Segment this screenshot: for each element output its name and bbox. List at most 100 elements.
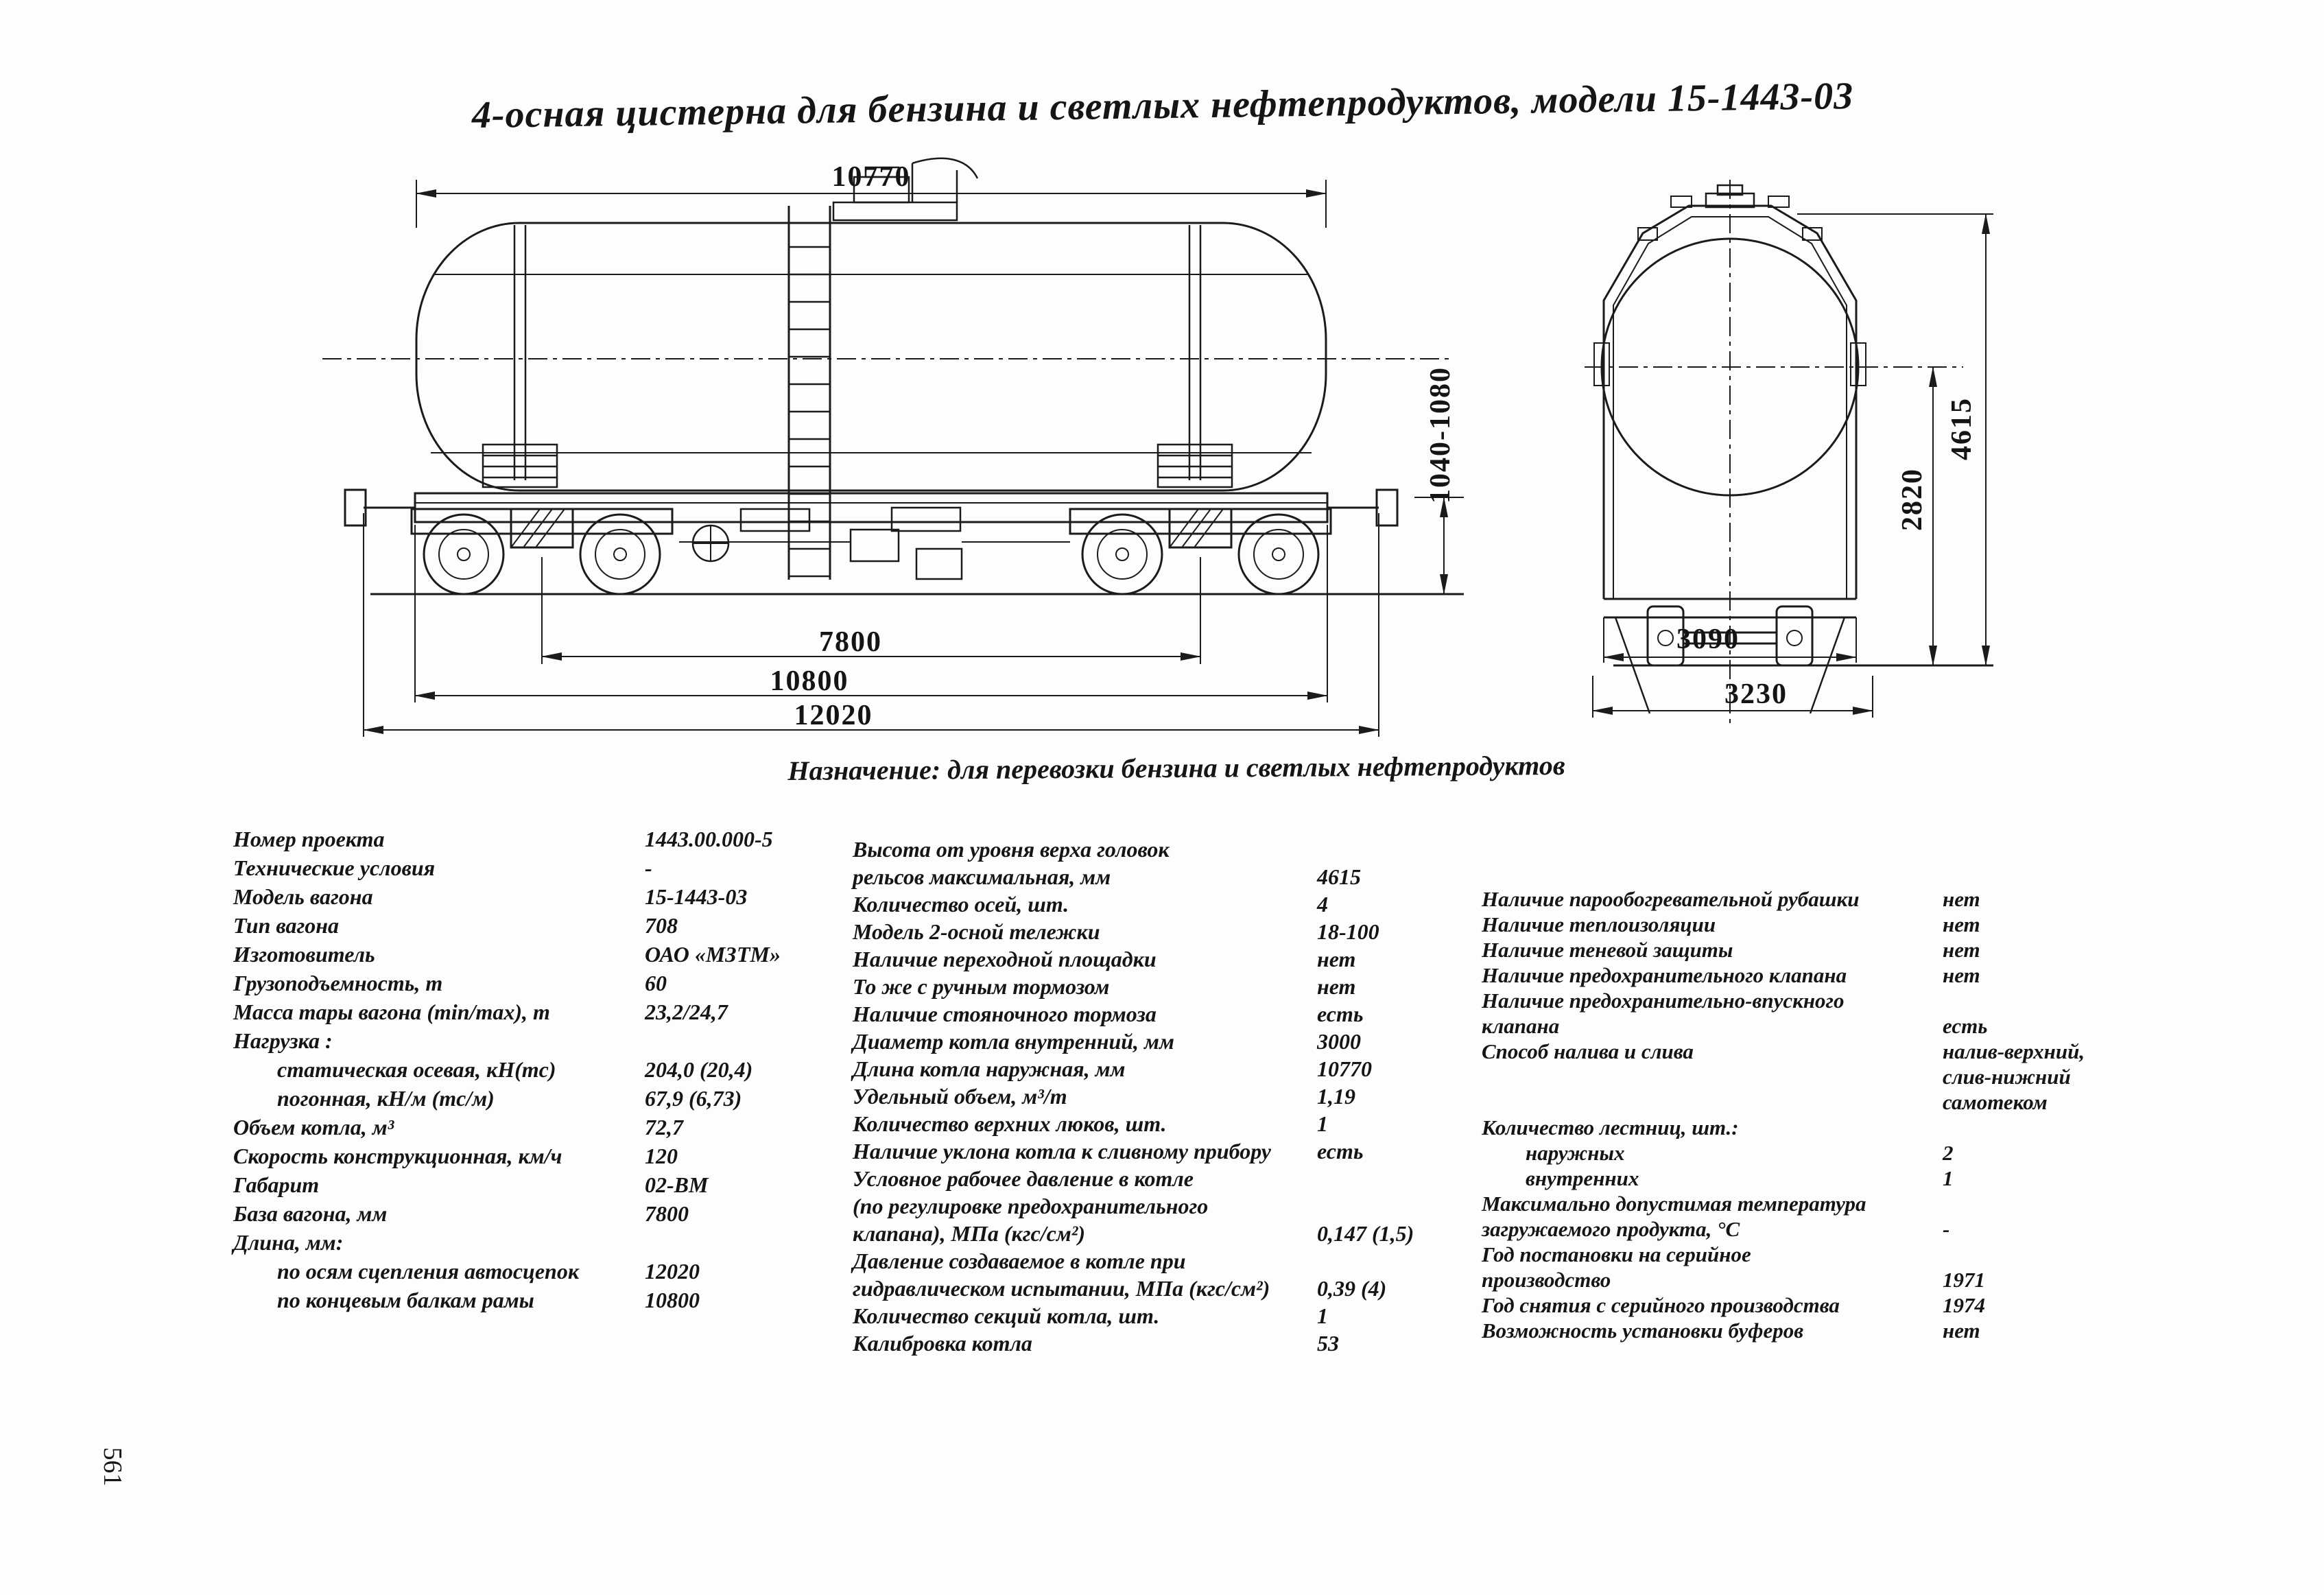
spec-label: Изготовитель bbox=[233, 942, 375, 967]
spec-value: нет bbox=[1943, 887, 1980, 911]
spec-value: 15-1443-03 bbox=[645, 884, 748, 909]
spec-row: погонная, кН/м (тс/м)67,9 (6,73) bbox=[233, 1084, 837, 1113]
dimension-lines bbox=[363, 180, 1464, 737]
spec-row: Длина, мм: bbox=[233, 1228, 837, 1257]
spec-value: 1 bbox=[1317, 1303, 1328, 1328]
spec-label: Наличие стояночного тормоза bbox=[853, 1002, 1157, 1026]
spec-row: Максимально допустимая температура загру… bbox=[1482, 1191, 2174, 1242]
spec-row: Наличие теплоизоляции нет bbox=[1482, 912, 2174, 937]
spec-row: Количество осей, шт.4 bbox=[853, 890, 1473, 918]
brake-equipment bbox=[679, 506, 1070, 580]
spec-value: 1 bbox=[1317, 1111, 1328, 1136]
coupler-left bbox=[344, 488, 415, 527]
spec-label: Год снятия с серийного производства bbox=[1482, 1293, 1840, 1317]
dimension-lines-end bbox=[1592, 213, 1993, 718]
spec-value: есть bbox=[1317, 1002, 1364, 1026]
spec-label: Максимально допустимая температура загру… bbox=[1482, 1192, 1866, 1241]
end-view-svg bbox=[1585, 180, 1993, 726]
spec-value: 53 bbox=[1317, 1331, 1339, 1356]
spec-row: Наличие предохранительного клапана нет bbox=[1482, 962, 2174, 988]
spec-label: Длина котла наружная, мм bbox=[853, 1056, 1126, 1081]
spec-row: Наличие парообогревательной рубашки нет bbox=[1482, 886, 2174, 912]
spec-row: Количество секций котла, шт.1 bbox=[853, 1302, 1473, 1330]
spec-row: Количество верхних люков, шт.1 bbox=[853, 1110, 1473, 1137]
spec-label: Нагрузка : bbox=[233, 1028, 333, 1053]
spec-value: нет bbox=[1943, 912, 1980, 936]
spec-label: Длина, мм: bbox=[233, 1230, 344, 1255]
spec-label: погонная, кН/м (тс/м) bbox=[277, 1086, 495, 1111]
dim-label-frame-width: 3090 bbox=[1676, 624, 1740, 655]
spec-value: 1 bbox=[1943, 1166, 1954, 1190]
dim-label-tank-length: 10770 bbox=[831, 161, 911, 193]
spec-value: 60 bbox=[645, 971, 667, 995]
spec-label: Габарит bbox=[233, 1172, 320, 1197]
spec-value: 02-ВМ bbox=[645, 1172, 709, 1197]
spec-value: налив-верхний, слив-нижний самотеком bbox=[1943, 1039, 2085, 1114]
spec-label: статическая осевая, кН(тс) bbox=[277, 1057, 556, 1082]
spec-label: Наличие теплоизоляции bbox=[1482, 912, 1716, 936]
page-title: 4-осная цистерна для бензина и светлых н… bbox=[471, 74, 1854, 137]
spec-value: - bbox=[645, 855, 652, 880]
spec-label: по осям сцепления автосцепок bbox=[277, 1259, 580, 1284]
spec-label: Год постановки на серийное производство bbox=[1482, 1242, 1751, 1292]
spec-row: по осям сцепления автосцепок 12020 bbox=[233, 1257, 837, 1286]
spec-row: Технические условия - bbox=[233, 853, 837, 882]
spec-label: Наличие парообогревательной рубашки bbox=[1482, 887, 1860, 911]
spec-row: статическая осевая, кН(тс) 204,0 (20,4) bbox=[233, 1055, 837, 1084]
spec-label: Наличие переходной площадки bbox=[853, 947, 1157, 971]
side-view-svg bbox=[322, 157, 1464, 737]
spec-label: То же с ручным тормозом bbox=[853, 974, 1110, 999]
spec-label: Скорость конструкционная, км/ч bbox=[233, 1144, 562, 1168]
spec-label: Диаметр котла внутренний, мм bbox=[853, 1029, 1174, 1054]
spec-label: Наличие уклона котла к сливному прибору bbox=[853, 1139, 1271, 1163]
spec-value: 18-100 bbox=[1317, 919, 1379, 944]
end-hatch bbox=[1705, 184, 1755, 209]
end-view-drawing bbox=[1530, 165, 2188, 755]
spec-label: Технические условия bbox=[233, 855, 436, 880]
spec-label: Тип вагона bbox=[233, 913, 340, 938]
spec-value: 10770 bbox=[1317, 1056, 1372, 1081]
spec-value: 1974 bbox=[1943, 1293, 1985, 1317]
spec-value: нет bbox=[1943, 938, 1980, 962]
spec-value: 7800 bbox=[645, 1201, 689, 1226]
spec-value: 708 bbox=[645, 913, 678, 938]
spec-row: Грузоподъемность, т 60 bbox=[233, 969, 837, 997]
spec-label: Калибровка котла bbox=[853, 1331, 1032, 1356]
spec-row: Нагрузка : bbox=[233, 1026, 837, 1055]
spec-value: 1,19 bbox=[1317, 1084, 1355, 1109]
dim-label-overall-width: 3230 bbox=[1724, 678, 1788, 710]
spec-row: Год снятия с серийного производства 1974 bbox=[1482, 1292, 2174, 1318]
spec-value: нет bbox=[1943, 963, 1980, 987]
spec-value: 204,0 (20,4) bbox=[645, 1057, 753, 1082]
spec-column-2: Высота от уровня верха головок рельсов м… bbox=[853, 836, 1473, 1357]
spec-label: Условное рабочее давление в котле (по ре… bbox=[853, 1166, 1209, 1246]
spec-value: есть bbox=[1943, 1014, 1988, 1038]
spec-label: Объем котла, м³ bbox=[233, 1115, 394, 1139]
spec-value: 4 bbox=[1317, 892, 1328, 917]
spec-row: Габарит 02-ВМ bbox=[233, 1170, 837, 1199]
spec-row: Условное рабочее давление в котле (по ре… bbox=[853, 1165, 1473, 1247]
spec-label: Масса тары вагона (min/max), т bbox=[233, 1000, 550, 1024]
spec-label: по концевым балкам рамы bbox=[277, 1288, 534, 1312]
spec-value: 23,2/24,7 bbox=[645, 1000, 728, 1024]
spec-value: 12020 bbox=[645, 1259, 700, 1284]
spec-value: 4615 bbox=[1317, 864, 1361, 889]
spec-label: Наличие предохранительного клапана bbox=[1482, 963, 1847, 987]
spec-label: Грузоподъемность, т bbox=[233, 971, 443, 995]
spec-label: наружных bbox=[1526, 1141, 1625, 1165]
spec-value: - bbox=[1943, 1217, 1950, 1241]
spec-row: Наличие предохранительно-впускного клапа… bbox=[1482, 988, 2174, 1039]
